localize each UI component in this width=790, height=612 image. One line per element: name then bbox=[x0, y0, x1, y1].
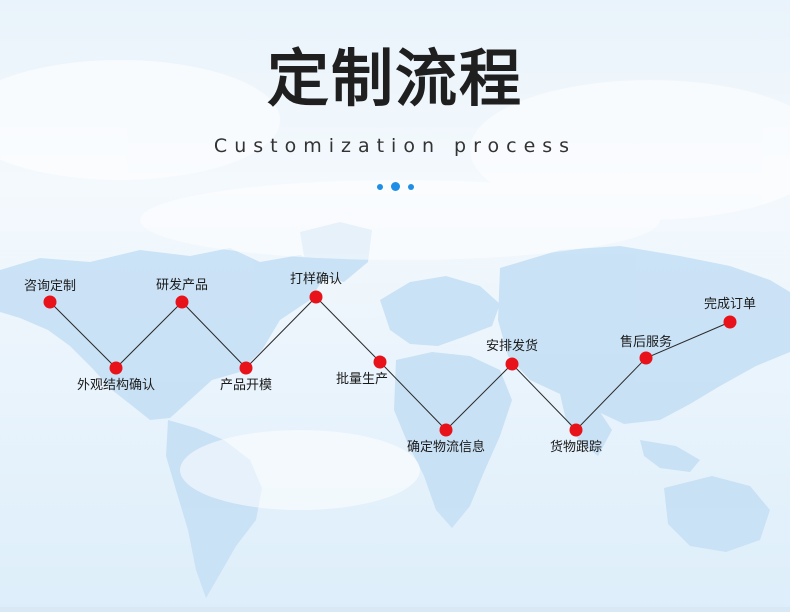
continent-india bbox=[560, 394, 612, 456]
step-label-7: 确定物流信息 bbox=[406, 440, 486, 455]
step-label-11: 完成订单 bbox=[703, 297, 757, 312]
process-node-1 bbox=[43, 295, 57, 309]
dot-icon bbox=[376, 183, 383, 190]
process-node-3 bbox=[175, 295, 189, 309]
step-label-3: 研发产品 bbox=[155, 278, 209, 293]
page-subtitle: Customization process bbox=[213, 135, 577, 157]
process-node-10 bbox=[639, 351, 653, 365]
dot-icon bbox=[390, 182, 400, 191]
process-node-2 bbox=[109, 361, 123, 375]
islands-southeast-asia bbox=[640, 440, 700, 472]
process-node-6 bbox=[373, 355, 387, 369]
dot-icon bbox=[407, 183, 414, 190]
process-node-9 bbox=[569, 423, 583, 437]
process-node-4 bbox=[239, 361, 253, 375]
continent-australia bbox=[664, 476, 770, 552]
continent-europe bbox=[380, 276, 500, 346]
decorative-dots bbox=[0, 182, 790, 191]
step-label-9: 货物跟踪 bbox=[549, 440, 603, 455]
process-node-11 bbox=[723, 315, 737, 329]
continent-asia bbox=[498, 246, 790, 424]
step-label-2: 外观结构确认 bbox=[76, 378, 156, 393]
step-label-10: 售后服务 bbox=[619, 335, 673, 350]
continent-north-america bbox=[0, 248, 330, 420]
step-label-8: 安排发货 bbox=[485, 339, 539, 354]
step-label-6: 批量生产 bbox=[335, 372, 389, 387]
step-label-4: 产品开模 bbox=[219, 378, 273, 393]
page-title: 定制流程 bbox=[266, 42, 523, 115]
step-label-5: 打样确认 bbox=[289, 272, 343, 287]
process-node-5 bbox=[309, 290, 323, 304]
process-node-7 bbox=[439, 423, 453, 437]
process-node-8 bbox=[505, 357, 519, 371]
process-nodes bbox=[43, 290, 737, 437]
step-label-1: 咨询定制 bbox=[23, 279, 77, 294]
continent-africa bbox=[394, 352, 512, 528]
process-connector-line bbox=[49, 296, 731, 431]
